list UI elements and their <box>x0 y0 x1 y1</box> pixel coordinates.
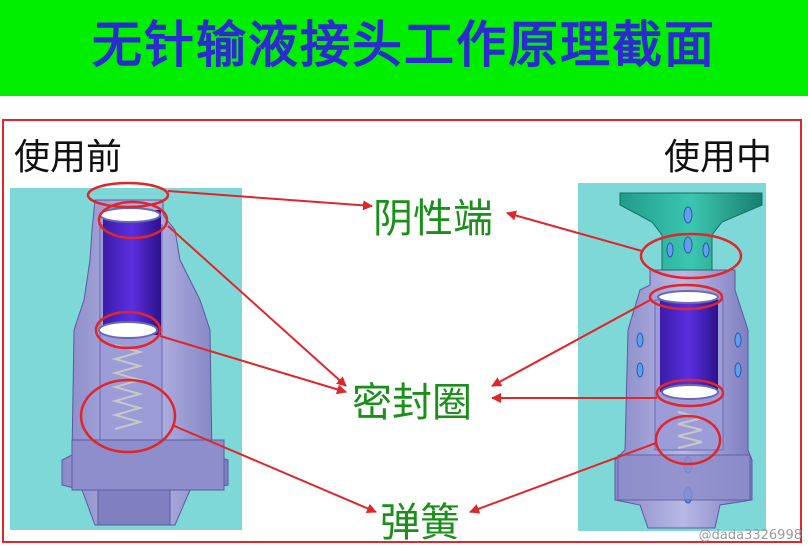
arrow-right-female <box>506 210 643 252</box>
left-core <box>103 210 161 335</box>
arrow-right-topseal-to-seal <box>491 298 653 387</box>
in-use-label: 使用中 <box>664 137 773 178</box>
left-mid-seal <box>98 321 158 339</box>
arrow-left-midseal-to-seal <box>159 335 347 395</box>
arrow-right-spring <box>469 442 657 514</box>
left-highlight-mid-seal <box>94 310 162 350</box>
right-top-seal <box>657 290 719 304</box>
right-highlight-spring <box>654 414 722 466</box>
right-highlight-female <box>639 232 743 280</box>
arrow-left-spring <box>171 424 377 514</box>
arrow-left-topseal-to-seal <box>167 225 347 387</box>
watermark: @dada3326998 <box>698 528 802 543</box>
right-base <box>617 454 751 501</box>
left-top-seal <box>99 207 161 223</box>
left-highlight-female <box>86 181 170 209</box>
right-male-luer <box>619 192 763 271</box>
female-end-label: 阴性端 <box>373 196 493 242</box>
callout-arrows <box>159 190 657 514</box>
spring-label: 弹簧 <box>380 500 460 546</box>
page-title: 无针输液接头工作原理截面 <box>92 15 716 74</box>
left-highlight-spring <box>79 378 177 454</box>
right-connector <box>578 183 766 531</box>
right-mid-seal <box>661 384 719 400</box>
right-highlight-top-seal <box>648 283 724 311</box>
title-banner: 无针输液接头工作原理截面 <box>0 0 808 96</box>
seal-ring-label: 密封圈 <box>352 380 472 426</box>
arrow-left-female <box>167 190 373 211</box>
diagram-frame <box>2 119 802 543</box>
left-highlight-top-seal <box>97 200 169 240</box>
left-base-stem <box>97 489 171 526</box>
left-connector <box>10 181 242 530</box>
before-use-label: 使用前 <box>14 137 123 178</box>
right-highlight-mid-seal <box>655 378 725 408</box>
left-spring <box>111 344 144 430</box>
right-core <box>660 300 718 392</box>
